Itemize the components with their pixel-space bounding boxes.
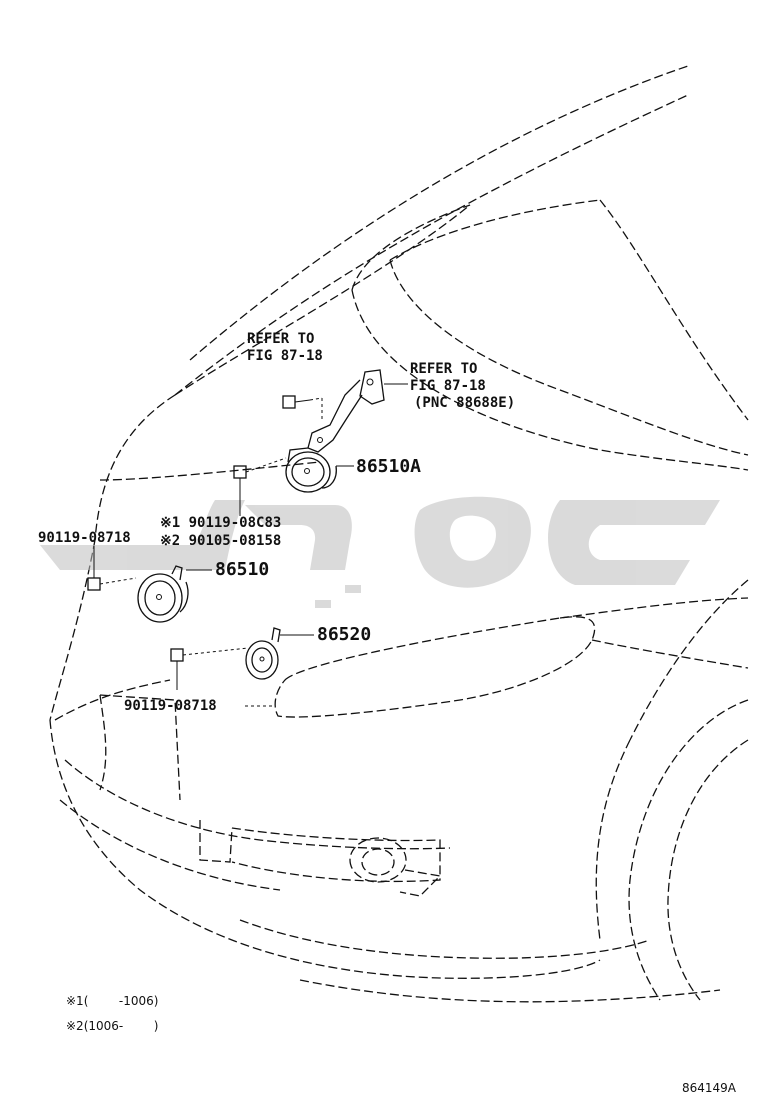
part-86520-label: 86520 [317, 624, 371, 645]
figure-id: 864149A [682, 1081, 737, 1095]
part-86510-label: 86510 [215, 559, 269, 580]
watermark-shape-3 [414, 496, 531, 588]
refer-to-label-2: REFER TO [410, 361, 477, 377]
watermark-shape-4 [548, 500, 720, 585]
bolt-top [282, 395, 323, 420]
bolt-86510a [233, 457, 287, 516]
horn-86520-part [245, 627, 281, 680]
bolt-bottom [170, 647, 249, 690]
bolt-alt1-label: ※1 90119-08C83 [160, 515, 281, 531]
refer-to-label-1: REFER TO [247, 331, 314, 347]
refer-fig-label-2: FIG 87-18 [410, 378, 486, 394]
watermark-dot-2 [315, 600, 331, 608]
bolt-alt2-label: ※2 90105-08158 [160, 533, 281, 549]
refer-fig-label-1: FIG 87-18 [247, 348, 323, 364]
watermark-shape-2 [245, 505, 352, 570]
horn-86510-part [137, 565, 189, 623]
note-1: ※1( -1006) [66, 994, 158, 1008]
car-body-outline [49, 65, 749, 1003]
watermark-shape-1 [40, 500, 245, 570]
horn-bracket [287, 369, 385, 463]
refer-pnc-label: (PNC 88688E) [414, 395, 515, 411]
horn-86510a-part [285, 451, 337, 493]
bolt-left [87, 546, 137, 591]
bolt-left-label: 90119-08718 [38, 530, 131, 546]
watermark [40, 496, 720, 608]
bolt-bottom-label: 90119-08718 [124, 698, 217, 714]
watermark-dot-1 [345, 585, 361, 593]
part-86510a-label: 86510A [356, 456, 421, 477]
note-2: ※2(1006- ) [66, 1019, 158, 1033]
